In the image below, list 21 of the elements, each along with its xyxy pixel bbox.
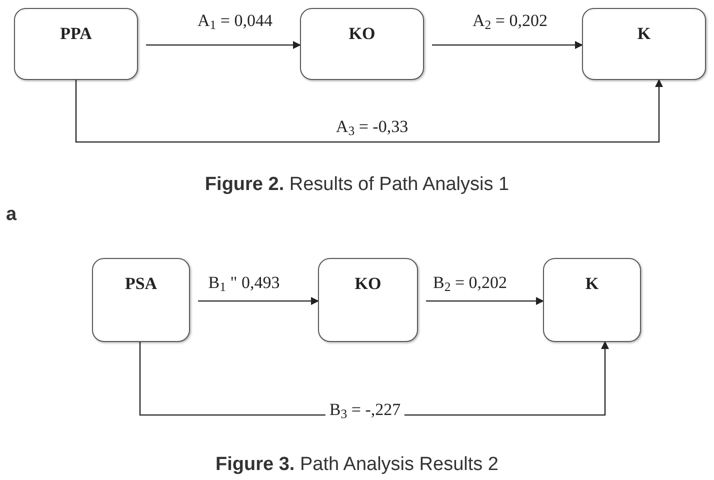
variable-box — [92, 258, 190, 342]
variable-box — [300, 8, 424, 80]
arrow — [432, 41, 583, 49]
arrow — [75, 79, 663, 143]
arrow — [146, 41, 301, 49]
variable-name: PSA — [124, 273, 158, 295]
variable-box — [543, 258, 641, 342]
edge-label: B$_{3}$ = -,227 — [325, 401, 405, 418]
variable-box — [318, 258, 418, 342]
arrow — [198, 297, 319, 305]
variable-name: K — [585, 273, 599, 295]
variable-name: KO — [348, 23, 376, 45]
variable-box — [582, 8, 706, 80]
figure-caption: Figure 2. Results of Path Analysis 1 — [204, 175, 510, 194]
variable-name: PPA — [60, 23, 92, 45]
figure-caption: Figure 3. Path Analysis Results 2 — [216, 455, 498, 474]
variable-name: K — [637, 23, 651, 45]
panel-letter: a — [6, 205, 17, 224]
arrow — [426, 297, 544, 305]
variable-name: KO — [354, 273, 382, 295]
variable-box — [14, 8, 138, 80]
